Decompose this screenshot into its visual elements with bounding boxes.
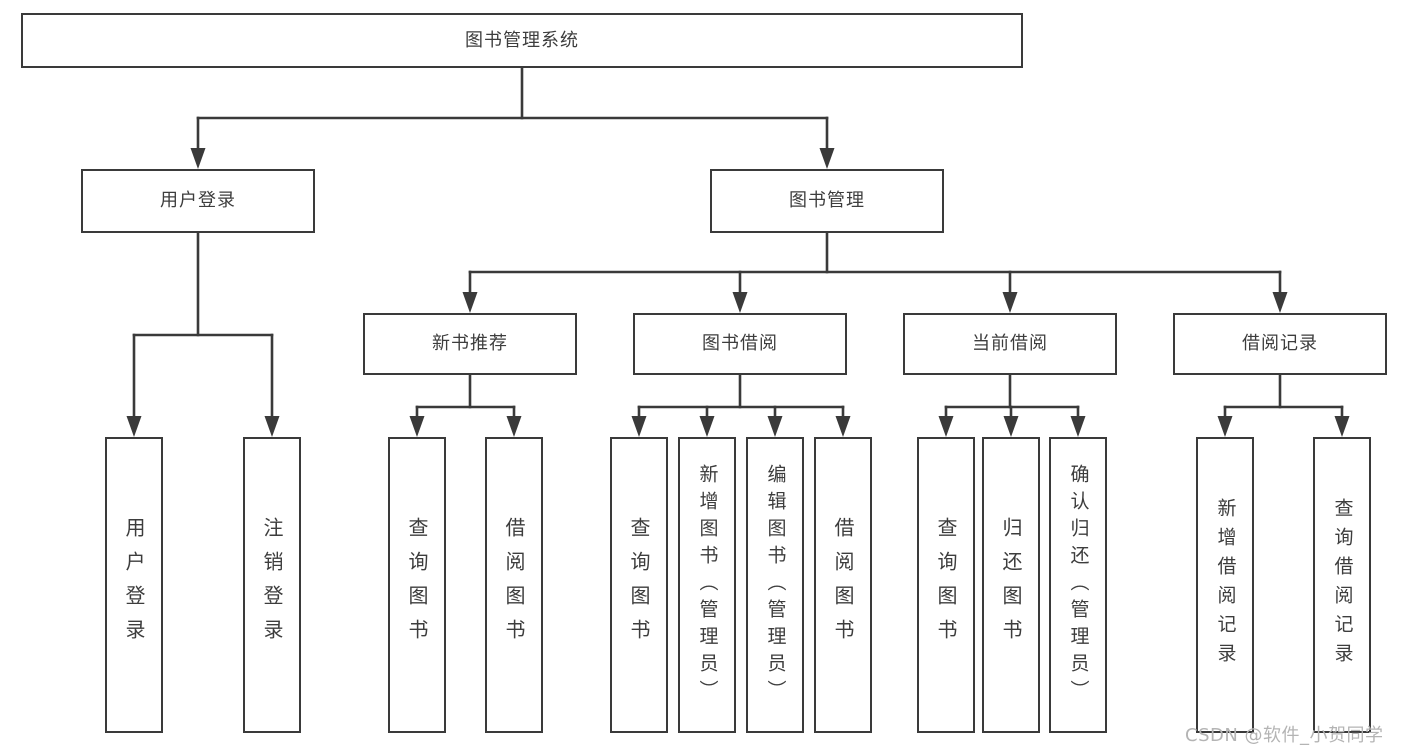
arrowhead-down-icon	[1334, 416, 1350, 437]
leaf-return-book: 归还图书	[982, 437, 1040, 733]
arrowhead-down-icon	[1217, 416, 1233, 437]
leaf-add-borrow-record-label: 新增借阅记录	[1214, 498, 1237, 672]
node-user-login: 用户登录	[81, 169, 315, 233]
leaf-recommend-query-book-label: 查询图书	[405, 517, 429, 653]
leaf-user-login-label: 用户登录	[122, 517, 146, 653]
leaf-return-book-label: 归还图书	[999, 517, 1023, 653]
node-current-borrow: 当前借阅	[903, 313, 1117, 375]
leaf-edit-book-admin-label: 编辑图书（管理员）	[764, 463, 787, 707]
arrowhead-down-icon	[264, 416, 280, 437]
arrowhead-down-icon	[409, 416, 425, 437]
leaf-borrow-book-label: 借阅图书	[831, 517, 855, 653]
arrowhead-down-icon	[1003, 416, 1019, 437]
arrowhead-down-icon	[938, 416, 954, 437]
arrowhead-down-icon	[732, 292, 748, 313]
arrowhead-down-icon	[835, 416, 851, 437]
arrowhead-down-icon	[631, 416, 647, 437]
leaf-recommend-borrow-book-label: 借阅图书	[502, 517, 526, 653]
leaf-edit-book-admin: 编辑图书（管理员）	[746, 437, 804, 733]
arrowhead-down-icon	[767, 416, 783, 437]
node-borrow-records-label: 借阅记录	[1242, 333, 1318, 354]
node-current-borrow-label: 当前借阅	[972, 333, 1048, 354]
leaf-borrow-query-book: 查询图书	[610, 437, 668, 733]
arrowhead-down-icon	[506, 416, 522, 437]
node-borrow-records: 借阅记录	[1173, 313, 1387, 375]
arrowhead-down-icon	[190, 148, 206, 169]
leaf-query-borrow-record-label: 查询借阅记录	[1331, 498, 1354, 672]
leaf-logout: 注销登录	[243, 437, 301, 733]
leaf-current-query-book-label: 查询图书	[934, 517, 958, 653]
leaf-add-borrow-record: 新增借阅记录	[1196, 437, 1254, 733]
node-book-borrow-label: 图书借阅	[702, 333, 778, 354]
node-user-login-label: 用户登录	[160, 190, 236, 211]
arrowhead-down-icon	[1272, 292, 1288, 313]
node-book-management-label: 图书管理	[789, 190, 865, 211]
node-root-label: 图书管理系统	[465, 29, 579, 51]
leaf-confirm-return-admin: 确认归还（管理员）	[1049, 437, 1107, 733]
leaf-add-book-admin: 新增图书（管理员）	[678, 437, 736, 733]
watermark: CSDN @软件_小贺同学	[1185, 725, 1384, 746]
arrowhead-down-icon	[1070, 416, 1086, 437]
node-root: 图书管理系统	[21, 13, 1023, 68]
leaf-add-book-admin-label: 新增图书（管理员）	[696, 463, 719, 707]
leaf-current-query-book: 查询图书	[917, 437, 975, 733]
node-new-book-recommend: 新书推荐	[363, 313, 577, 375]
leaf-borrow-query-book-label: 查询图书	[627, 517, 651, 653]
arrowhead-down-icon	[699, 416, 715, 437]
arrowhead-down-icon	[819, 148, 835, 169]
leaf-user-login: 用户登录	[105, 437, 163, 733]
leaf-confirm-return-admin-label: 确认归还（管理员）	[1067, 463, 1090, 707]
arrowhead-down-icon	[462, 292, 478, 313]
node-book-borrow: 图书借阅	[633, 313, 847, 375]
node-book-management: 图书管理	[710, 169, 944, 233]
leaf-recommend-borrow-book: 借阅图书	[485, 437, 543, 733]
node-new-book-recommend-label: 新书推荐	[432, 333, 508, 354]
leaf-recommend-query-book: 查询图书	[388, 437, 446, 733]
leaf-borrow-book: 借阅图书	[814, 437, 872, 733]
arrowhead-down-icon	[126, 416, 142, 437]
arrowhead-down-icon	[1002, 292, 1018, 313]
leaf-logout-label: 注销登录	[260, 517, 284, 653]
leaf-query-borrow-record: 查询借阅记录	[1313, 437, 1371, 733]
